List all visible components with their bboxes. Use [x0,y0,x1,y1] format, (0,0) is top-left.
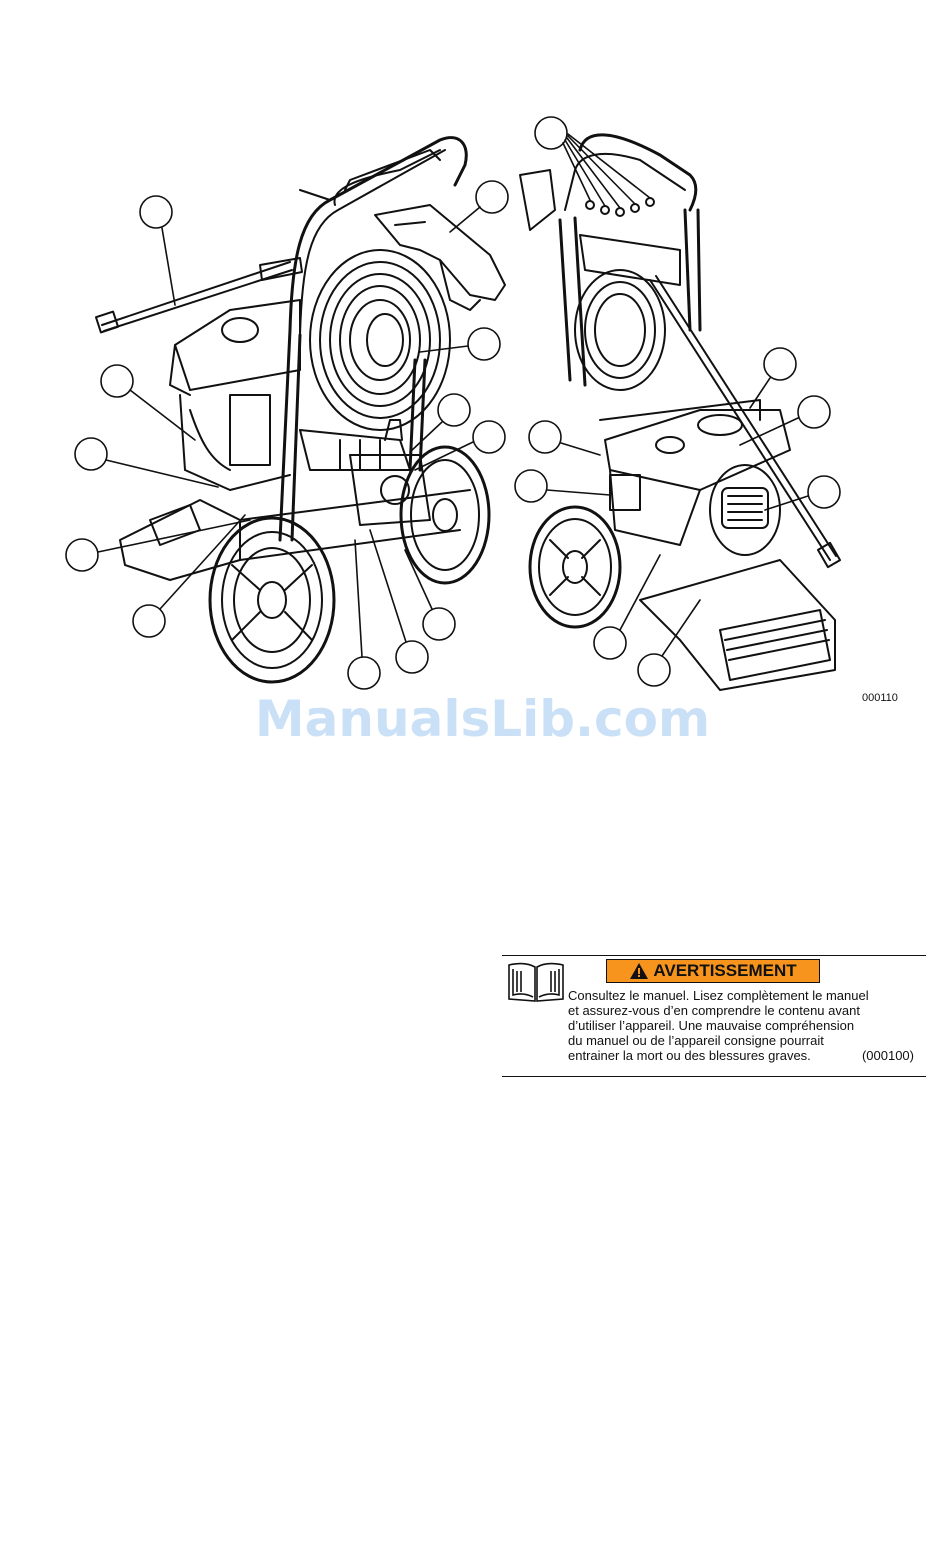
callout-circle [423,608,455,640]
warning-text: Consultez le manuel. Lisez complètement … [568,988,908,1063]
warning-label-text: AVERTISSEMENT [653,961,796,981]
callout-circle [75,438,107,470]
watermark: ManualsLib.com [0,690,950,748]
callout-circle [468,328,500,360]
manual-book-icon [506,961,566,1003]
callout-circle [473,421,505,453]
callout-circle [535,117,567,149]
warning-label: AVERTISSEMENT [606,959,820,983]
callout-circle [515,470,547,502]
callout-circle [348,657,380,689]
warning-triangle-icon [629,962,649,980]
callout-circle [798,396,830,428]
callout-circle [529,421,561,453]
warning-code: (000100) [862,1048,914,1063]
callout-circle [438,394,470,426]
warning-top-rule [502,955,926,956]
callout-circle [594,627,626,659]
callout-circle [476,181,508,213]
callout-circle [638,654,670,686]
warning-box: AVERTISSEMENT Consultez le manuel. Lisez… [502,955,926,1077]
callout-circle [808,476,840,508]
left-unit-drawing [96,138,505,682]
callout-circle [140,196,172,228]
warning-bottom-rule [502,1076,926,1077]
pressure-washer-illustration [0,0,950,720]
callout-circle [101,365,133,397]
right-unit-drawing [520,135,840,690]
callout-circle [396,641,428,673]
callout-circle [764,348,796,380]
callout-circle [66,539,98,571]
callout-circle [133,605,165,637]
